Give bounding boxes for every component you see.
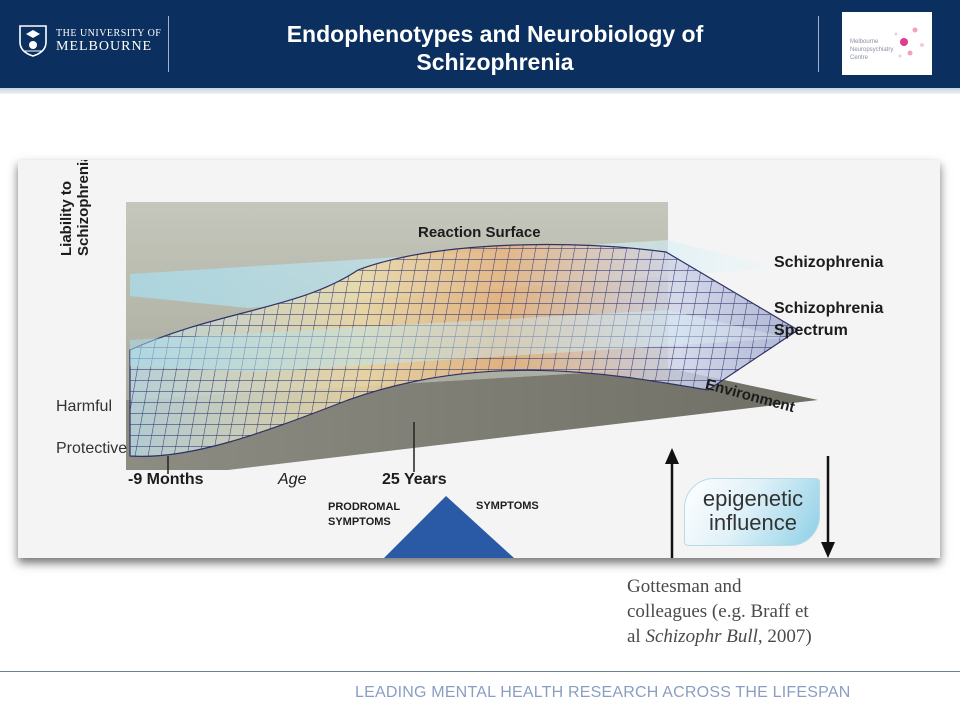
prodromal-label: PRODROMAL SYMPTOMS — [328, 501, 401, 528]
protective-label: Protective — [56, 440, 128, 457]
page-title: Endophenotypes and Neurobiology of Schiz… — [286, 21, 704, 75]
age-end-label: 25 Years — [382, 471, 447, 488]
reaction-surface-figure: Liability to Schizophrenia Reaction Surf… — [18, 160, 940, 558]
epigenetic-line2: influence — [708, 510, 798, 535]
y-axis-label: Liability to Schizophrenia — [58, 160, 92, 256]
spectrum-plane-label: Schizophrenia Spectrum — [774, 300, 884, 339]
header-rule — [0, 88, 960, 94]
harmful-label: Harmful — [56, 398, 113, 415]
flower-icon — [894, 27, 924, 58]
reaction-surface-label: Reaction Surface — [418, 224, 541, 241]
crest-icon — [19, 25, 47, 57]
age-axis-label: Age — [278, 471, 307, 488]
symptoms-label: SYMPTOMS — [476, 500, 539, 512]
prodromal-triangle — [384, 496, 514, 558]
citation-caption: Gottesman and colleagues (e.g. Braff et … — [627, 574, 867, 649]
header-separator-right — [818, 16, 819, 72]
reaction-surface-illustration — [126, 202, 835, 558]
partner-line1: Melbourne — [850, 39, 879, 45]
caption-line1: Gottesman and — [627, 576, 742, 597]
epigenetic-influence-box: epigenetic influence — [684, 478, 820, 546]
header-banner — [0, 0, 960, 88]
university-line2: MELBOURNE — [56, 38, 153, 54]
footer-divider — [0, 671, 960, 672]
university-line1: THE UNIVERSITY OF — [56, 27, 162, 39]
age-start-label: -9 Months — [128, 471, 204, 488]
journal-name: Schizophr Bull — [645, 626, 758, 647]
partner-line2: Neuropsychiatry — [850, 47, 894, 53]
caption-line2: colleagues (e.g. Braff et — [627, 601, 809, 622]
partner-line3: Centre — [850, 55, 869, 61]
neuropsychiatry-centre-logo: Melbourne Neuropsychiatry Centre — [842, 12, 932, 75]
university-logo: THE UNIVERSITY OF MELBOURNE — [18, 24, 161, 58]
caption-line3: al Schizophr Bull, 2007) — [627, 626, 812, 647]
schizophrenia-plane-label: Schizophrenia — [774, 254, 884, 271]
header-separator-left — [168, 16, 169, 72]
epigenetic-line1: epigenetic — [702, 486, 804, 511]
footer-tagline: LEADING MENTAL HEALTH RESEARCH ACROSS TH… — [355, 684, 851, 701]
